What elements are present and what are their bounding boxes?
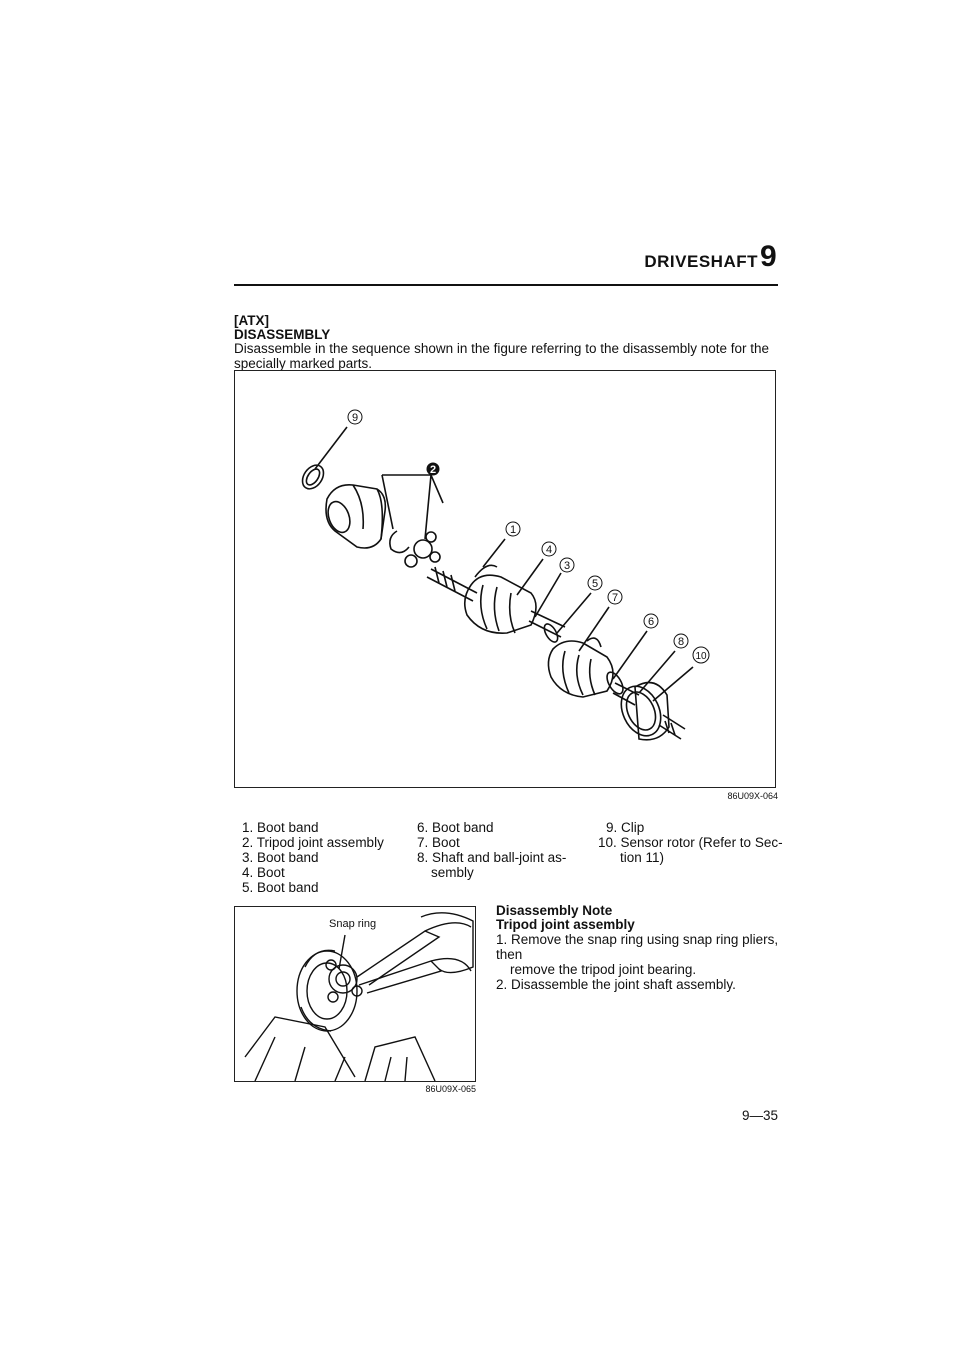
callout-9: 9 xyxy=(352,412,358,424)
callout-3: 3 xyxy=(564,560,570,572)
section-bracket-label: [ATX] xyxy=(234,313,269,328)
legend-item: 6. Boot band xyxy=(417,820,494,835)
snap-ring-figure: Snap ring xyxy=(234,906,476,1082)
legend-item: 3. Boot band xyxy=(242,850,319,865)
figure-1-code: 86U09X-064 xyxy=(727,791,778,801)
legend-item: 2. Tripod joint assembly xyxy=(242,835,384,850)
snap-ring-drawing: Snap ring xyxy=(244,912,474,1082)
section-heading: DISASSEMBLY xyxy=(234,327,331,342)
header-title: DRIVESHAFT xyxy=(644,252,758,271)
snap-ring-label: Snap ring xyxy=(329,918,376,930)
step-item: 1. Remove the snap ring using snap ring … xyxy=(496,932,779,962)
note-steps: 1. Remove the snap ring using snap ring … xyxy=(496,932,780,992)
step-item: 2. Disassemble the joint shaft assembly. xyxy=(496,977,736,992)
legend-item: 1. Boot band xyxy=(242,820,319,835)
legend-item-continuation: sembly xyxy=(431,865,474,880)
legend-column-2: 6. Boot band 7. Boot 8. Shaft and ball-j… xyxy=(417,820,566,880)
callout-10: 10 xyxy=(695,651,707,662)
legend-column-3: 9. Clip 10. Sensor rotor (Refer to Sec- … xyxy=(598,820,783,865)
legend-item: 10. Sensor rotor (Refer to Sec- xyxy=(598,835,783,850)
exploded-view-drawing: 9 2 1 4 3 5 7 6 8 10 xyxy=(301,409,710,741)
legend-item-continuation: tion 11) xyxy=(620,850,665,865)
note-subtitle: Tripod joint assembly xyxy=(496,917,635,932)
figure-2-code: 86U09X-065 xyxy=(425,1084,476,1094)
callout-5: 5 xyxy=(592,578,598,590)
page-number: 9—35 xyxy=(741,1108,778,1123)
legend-column-1: 1. Boot band 2. Tripod joint assembly 3.… xyxy=(242,820,384,895)
callout-2: 2 xyxy=(430,464,436,476)
note-title: Disassembly Note xyxy=(496,903,613,918)
exploded-view-figure: 9 2 1 4 3 5 7 6 8 10 xyxy=(234,370,776,788)
callout-4: 4 xyxy=(546,544,552,556)
callout-6: 6 xyxy=(648,616,654,628)
legend-item: 9. Clip xyxy=(606,820,645,835)
legend-item: 8. Shaft and ball-joint as- xyxy=(417,850,567,865)
step-item-continuation: remove the tripod joint bearing. xyxy=(510,962,697,977)
callout-7: 7 xyxy=(612,592,618,604)
legend-item: 7. Boot xyxy=(417,835,460,850)
legend-item: 5. Boot band xyxy=(242,880,319,895)
header-rule xyxy=(234,284,778,286)
callout-8: 8 xyxy=(678,636,684,648)
callout-1: 1 xyxy=(510,524,516,536)
intro-paragraph: Disassemble in the sequence shown in the… xyxy=(234,341,770,371)
legend-item: 4. Boot xyxy=(242,865,285,880)
chapter-number: 9 xyxy=(760,240,777,273)
